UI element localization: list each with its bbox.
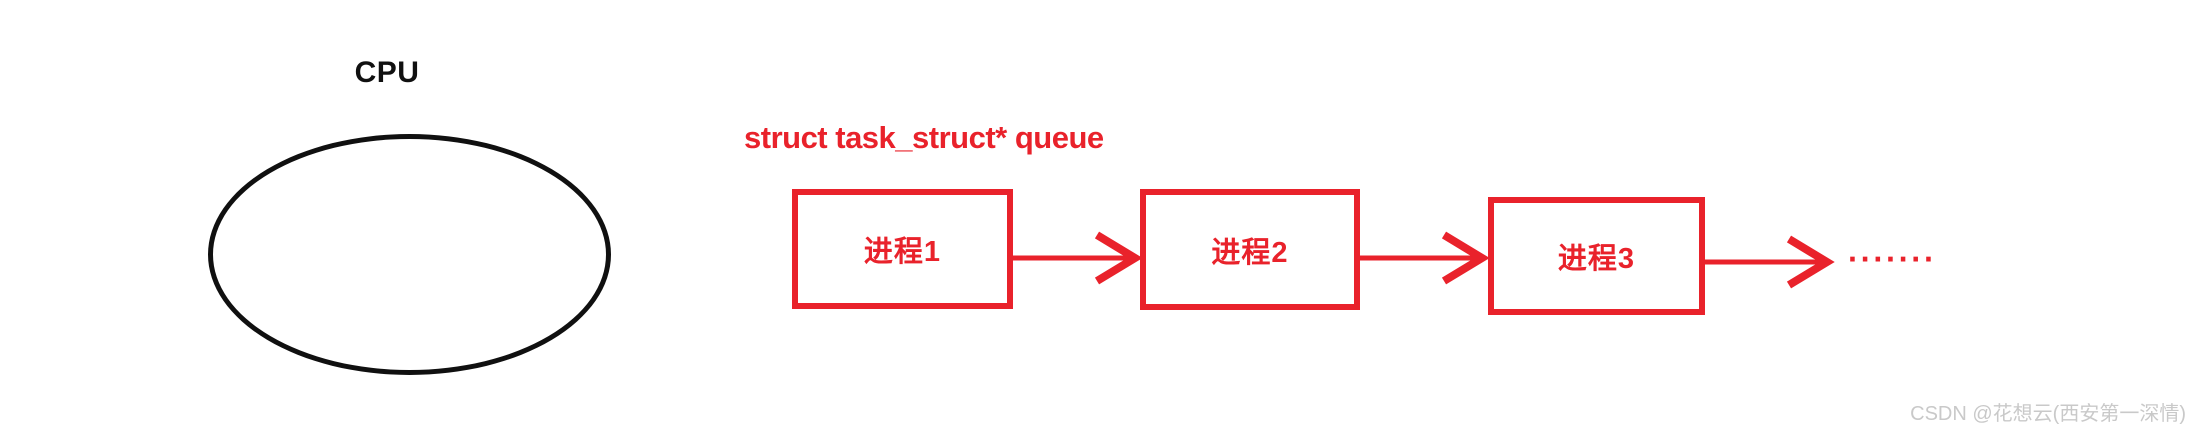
process-node-3: 进程3 [1488,197,1705,315]
process-node-label: 进程2 [1211,236,1289,269]
queue-ellipsis: ······· [1848,241,1937,277]
process-node-label: 进程3 [1557,243,1636,275]
cpu-label: CPU [354,56,420,89]
process-node-label: 进程1 [863,236,942,268]
arrow-right-icon [1358,231,1490,285]
queue-title: struct task_struct* queue [744,120,1104,155]
watermark-text: CSDN @花想云(西安第一深情) [1910,403,2186,425]
arrow-right-icon [1011,231,1143,285]
cpu-ellipse [208,134,611,375]
process-node-2: 进程2 [1140,189,1360,310]
process-node-1: 进程1 [792,189,1013,309]
arrow-right-icon [1703,235,1835,289]
